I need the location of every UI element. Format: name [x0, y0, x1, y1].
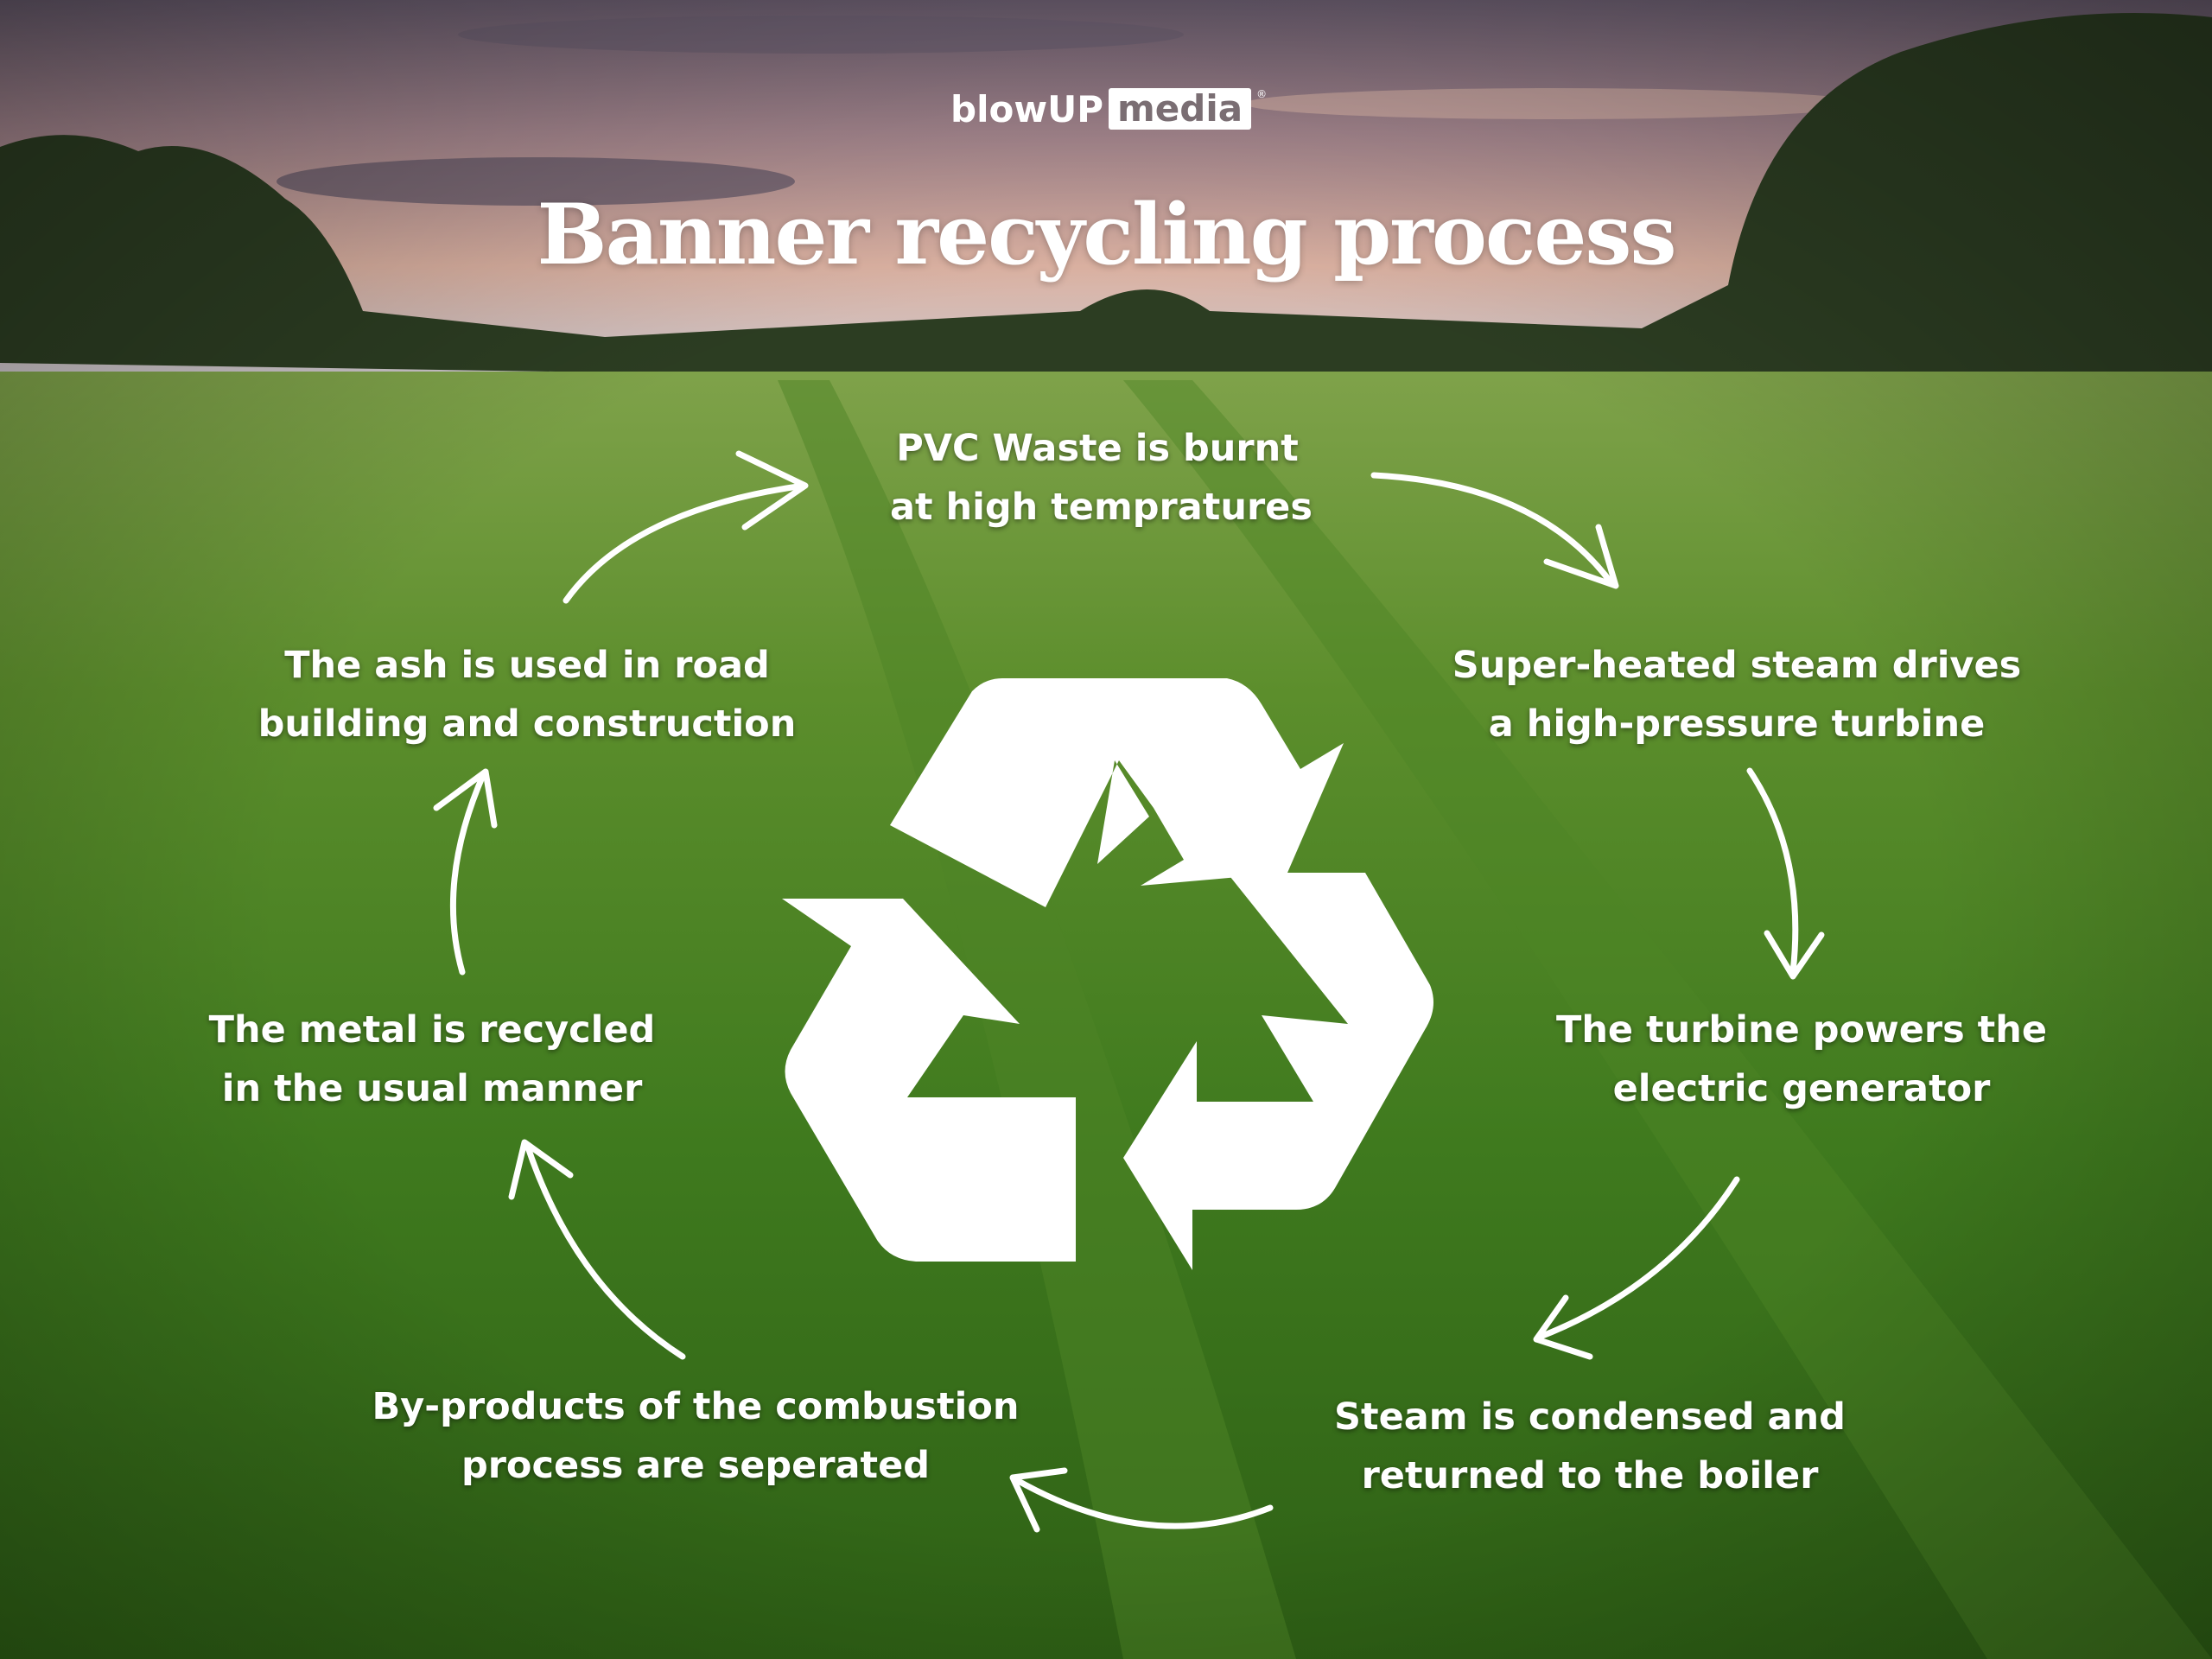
step-3-line1: The turbine powers the: [1555, 1008, 2048, 1052]
step-5-line2: process are seperated: [461, 1444, 931, 1487]
registered-mark: ®: [1256, 88, 1268, 100]
arrow-step7-to-step1: [563, 450, 809, 604]
step-7-line2: building and construction: [257, 702, 797, 746]
brand-logo: blowUP media ®: [950, 85, 1267, 133]
step-6-metal: The metal is recycled in the usual manne…: [190, 1001, 674, 1118]
arrow-step5-to-step6: [508, 1139, 686, 1360]
page-title: Banner recycling process: [537, 186, 1677, 283]
brand-boxed-name: media: [1109, 88, 1252, 130]
arrow-step2-to-step3: [1746, 767, 1825, 980]
step-7-line1: The ash is used in road: [284, 644, 770, 687]
step-4-line1: Steam is condensed and: [1334, 1395, 1846, 1439]
step-4-condense: Steam is condensed and returned to the b…: [1313, 1388, 1866, 1505]
brand-name: blowUP: [950, 87, 1104, 130]
step-5-line1: By-products of the combustion: [372, 1385, 1020, 1428]
arrow-step6-to-step7: [433, 768, 498, 976]
step-1-burn: PVC Waste is burnt at high tempratures: [890, 419, 1313, 537]
step-1-line1: PVC Waste is burnt: [896, 427, 1299, 470]
step-3-generator: The turbine powers the electric generato…: [1538, 1001, 2065, 1118]
step-3-line2: electric generator: [1612, 1067, 1991, 1110]
arrow-step3-to-step4: [1533, 1176, 1740, 1360]
recycle-arrow-left: [782, 899, 1076, 1262]
step-7-ash: The ash is used in road building and con…: [233, 636, 821, 753]
recycle-arrow-right: [1123, 873, 1433, 1270]
step-6-line2: in the usual manner: [221, 1067, 643, 1110]
arrow-step1-to-step2: [1370, 472, 1619, 589]
step-1-line2: at high tempratures: [890, 486, 1313, 529]
step-6-line1: The metal is recycled: [208, 1008, 656, 1052]
arrow-step4-to-step5: [1009, 1467, 1274, 1533]
step-5-byproducts: By-products of the combustion process ar…: [346, 1377, 1046, 1495]
step-2-line2: a high-pressure turbine: [1488, 702, 1986, 746]
step-4-line2: returned to the boiler: [1361, 1454, 1819, 1497]
recycle-arrow-top: [890, 678, 1344, 907]
step-2-steam-turbine: Super-heated steam drives a high-pressur…: [1443, 636, 2031, 753]
step-2-line1: Super-heated steam drives: [1452, 644, 2022, 687]
